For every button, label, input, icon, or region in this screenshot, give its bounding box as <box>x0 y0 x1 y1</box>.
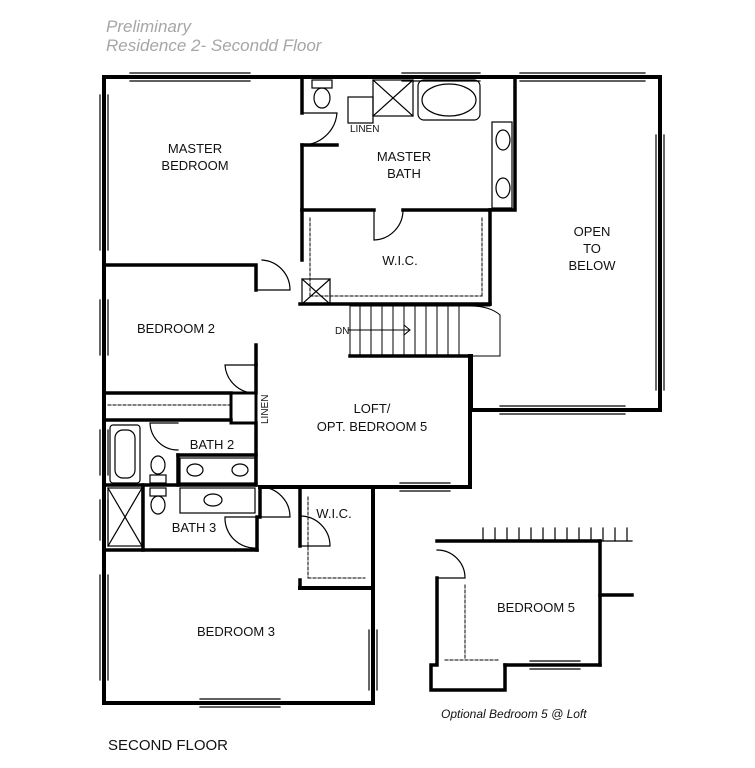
bedroom-3-wic-label: W.I.C. <box>316 506 351 521</box>
bath-2-label: BATH 2 <box>190 437 235 452</box>
loft-label-2: OPT. BEDROOM 5 <box>317 419 428 434</box>
hall-linen-label: LINEN <box>260 395 271 424</box>
open-to-below-label-1: OPEN <box>574 224 611 239</box>
bath-3-label: BATH 3 <box>172 520 217 535</box>
bath-fixtures <box>107 79 513 547</box>
plan-title: Residence 2- Secondd Floor <box>106 36 322 55</box>
optional-bedroom-caption: Optional Bedroom 5 @ Loft <box>441 707 587 721</box>
windows <box>99 72 665 708</box>
door-swings <box>149 112 466 579</box>
open-to-below-label-3: BELOW <box>569 258 617 273</box>
loft-label-1: LOFT/ <box>354 401 391 416</box>
bedroom-2-label: BEDROOM 2 <box>137 321 215 336</box>
master-linen-label: LINEN <box>350 124 379 135</box>
deck-railing <box>469 527 633 542</box>
master-bath-label-2: BATH <box>387 166 421 181</box>
master-wic-label: W.I.C. <box>382 253 417 268</box>
stair-down-label: DN <box>335 326 349 337</box>
interior-walls <box>102 75 517 590</box>
exterior-walls <box>102 75 662 705</box>
master-bedroom-label-1: MASTER <box>168 141 222 156</box>
master-bath-label-1: MASTER <box>377 149 431 164</box>
open-to-below-label-2: TO <box>583 241 601 256</box>
bedroom-3-label: BEDROOM 3 <box>197 624 275 639</box>
bedroom-5-label: BEDROOM 5 <box>497 600 575 615</box>
master-bedroom-label-2: BEDROOM <box>161 158 228 173</box>
plan-status: Preliminary <box>106 17 192 36</box>
floor-label: SECOND FLOOR <box>108 737 229 754</box>
staircase <box>347 305 501 357</box>
closet-shelves <box>107 217 499 661</box>
